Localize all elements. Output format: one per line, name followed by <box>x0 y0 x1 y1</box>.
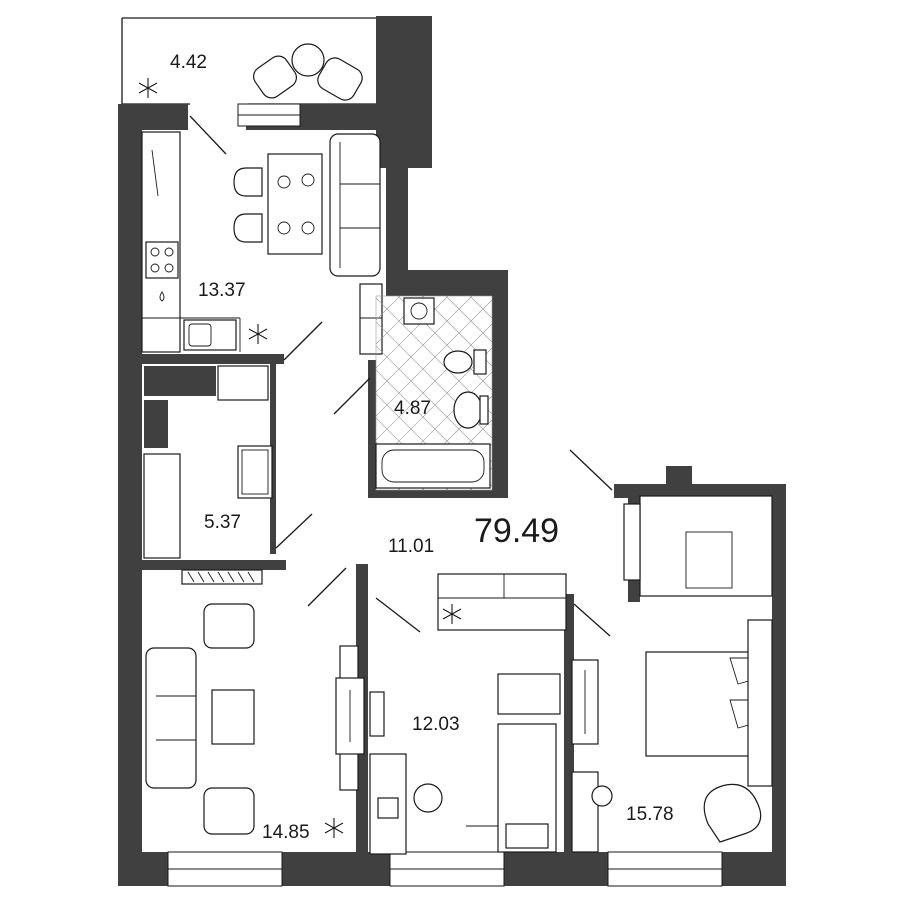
kids-door <box>375 597 421 633</box>
balcony-armchair-2 <box>317 57 363 101</box>
bath-left-wall <box>368 360 376 496</box>
dining-chair-2 <box>233 213 263 243</box>
area-labels: 4.42 13.37 4.87 5.37 11.01 14.85 12.03 1… <box>170 52 674 843</box>
balcony-door <box>189 115 227 155</box>
kids-room-area: 12.03 <box>412 714 460 735</box>
bedroom-furniture <box>571 495 773 853</box>
bath-floor-tiles <box>375 295 493 491</box>
windows <box>167 103 723 887</box>
right-outer-wall <box>772 484 786 886</box>
balcony-armchair-1 <box>253 55 297 99</box>
hall-shelf <box>359 283 383 355</box>
storage-right-wall <box>270 364 276 554</box>
washing-machine-icon <box>403 297 435 325</box>
kitchen-top-wall <box>118 104 188 130</box>
dining-chair-1 <box>233 167 263 197</box>
living-door <box>307 567 347 607</box>
closet-shelf <box>623 503 641 581</box>
doors <box>189 115 613 637</box>
kitchen-sofa <box>329 133 381 277</box>
storage-stove-icon <box>237 445 273 499</box>
toilet-icon <box>443 350 473 374</box>
bath-right-wall <box>492 270 508 496</box>
kids-chair <box>413 783 443 813</box>
kitchen-right-wall <box>386 104 408 274</box>
bathroom-fixtures <box>375 295 493 491</box>
wardrobe-door <box>569 449 613 491</box>
water-drop-icon <box>159 291 165 302</box>
bathtub-icon <box>375 443 491 489</box>
kitchen-area: 13.37 <box>198 280 246 301</box>
kids-bedroom-wall <box>564 594 574 854</box>
kitchen-furniture <box>141 131 383 355</box>
bathroom-area: 4.87 <box>394 398 431 419</box>
bath-top-wall <box>386 270 508 296</box>
storage-furniture <box>143 365 273 559</box>
kids-toy-box <box>497 673 561 715</box>
kids-wardrobe <box>437 573 567 631</box>
storage-shelf-1 <box>144 366 216 396</box>
bedroom-top-wall <box>614 484 786 498</box>
coffee-table <box>211 689 255 745</box>
snowflake-icon <box>138 78 158 98</box>
living-radiator <box>181 569 263 585</box>
snowflake-icon <box>324 818 344 838</box>
storage-door <box>275 513 313 549</box>
bedroom-area: 15.78 <box>626 804 674 825</box>
kids-radiator <box>369 691 385 737</box>
cooktop-icon <box>145 241 179 279</box>
kitchen-door <box>283 321 323 361</box>
bedroom-top-notch <box>666 466 692 486</box>
living-armchair-bottom <box>203 787 255 835</box>
storage-area: 5.37 <box>204 512 241 533</box>
storage-rack <box>143 453 181 559</box>
dining-table <box>267 153 323 255</box>
snowflake-icon <box>442 604 462 624</box>
living-sofa <box>145 647 197 789</box>
storage-shelf-2 <box>144 400 168 448</box>
washbasin-icon <box>453 391 483 429</box>
living-room-furniture <box>145 569 365 835</box>
bath-door <box>333 377 371 415</box>
bedroom-desk <box>571 771 599 853</box>
bedroom-door <box>573 603 611 637</box>
living-armchair-top <box>203 603 255 649</box>
bedroom-nightstand <box>747 619 773 787</box>
walk-in-closet <box>639 495 773 597</box>
balcony-table <box>291 43 325 77</box>
left-outer-wall <box>118 106 142 886</box>
snowflake-icons <box>138 78 462 838</box>
kids-room-furniture <box>369 573 567 855</box>
bath-bottom-wall <box>368 490 508 498</box>
balcony-area: 4.42 <box>170 52 207 73</box>
bedroom-armchair <box>703 783 762 843</box>
snowflake-icon <box>248 324 268 344</box>
total-area: 79.49 <box>474 512 559 550</box>
balcony-furniture <box>253 43 363 101</box>
hallway-area: 11.01 <box>388 536 434 557</box>
living-room-area: 14.85 <box>262 822 310 843</box>
kitchen-storage-wall <box>140 354 284 364</box>
storage-living-wall <box>140 560 286 570</box>
